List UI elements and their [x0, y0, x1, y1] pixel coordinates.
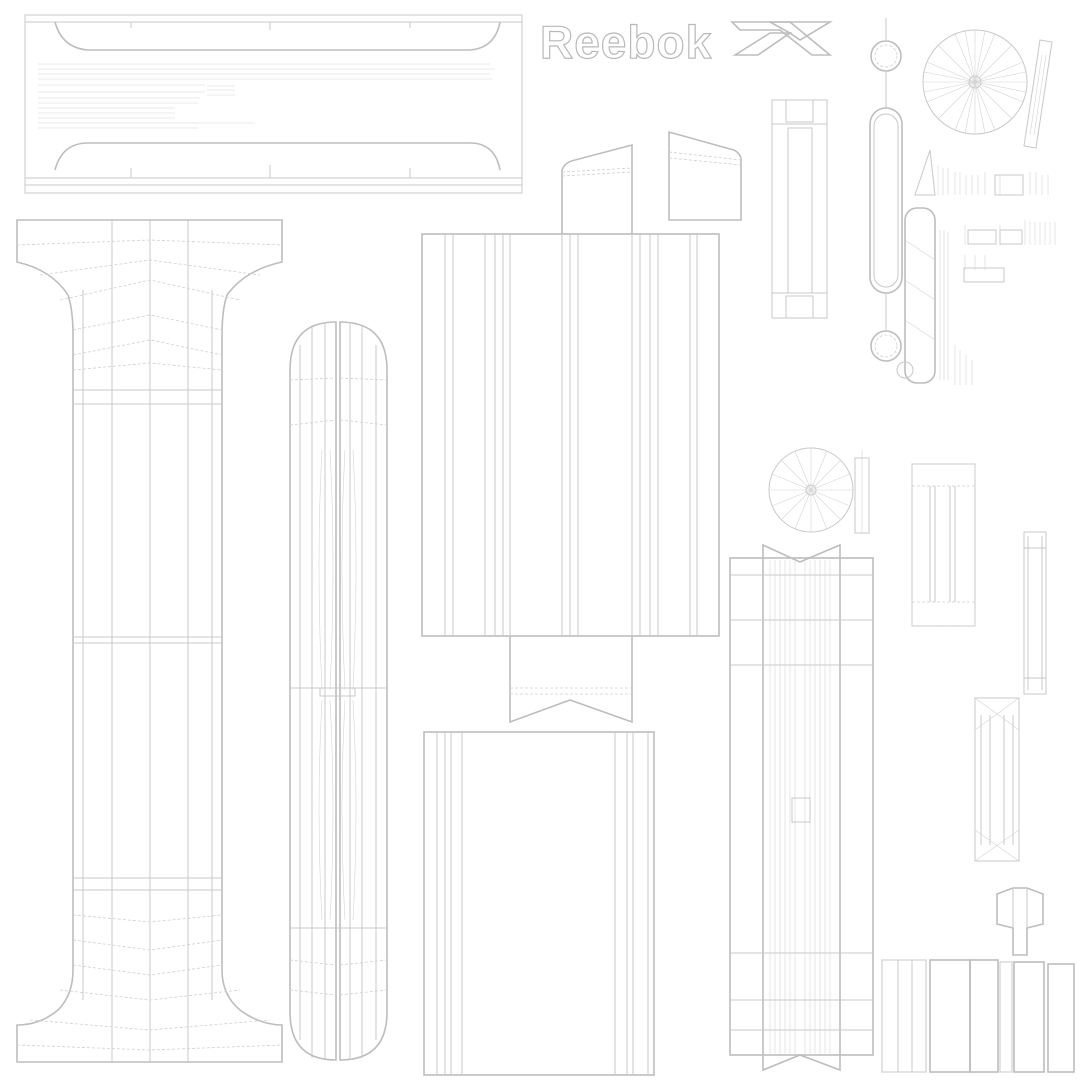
radial-disc-middle: [768, 447, 870, 534]
small-ornate-panel: [974, 697, 1020, 862]
large-i-shaped-panel: [16, 219, 283, 1063]
logo-text: Reebok: [540, 16, 712, 68]
decal-glyph-cluster: [896, 149, 1056, 385]
ring-and-capsule-column: [869, 18, 903, 362]
reebok-vector-icon: [730, 21, 833, 56]
handle-cap-panel: [771, 99, 828, 319]
rounded-capsule-panel: [289, 321, 388, 1061]
tube-unwrap-with-flaps: [421, 130, 742, 724]
panel-strip-top: [24, 14, 523, 194]
brand-logo: Reebok: [539, 15, 833, 69]
lower-rectangle-panel: [423, 731, 655, 1076]
radial-disc-top: [922, 29, 1053, 149]
cube-net: [996, 887, 1044, 956]
dense-handle-column: [729, 543, 874, 1072]
thin-bar-panel: [1023, 531, 1047, 695]
bottom-rectangle-strips: [881, 959, 1075, 1073]
ornate-end-panel: [911, 463, 976, 627]
